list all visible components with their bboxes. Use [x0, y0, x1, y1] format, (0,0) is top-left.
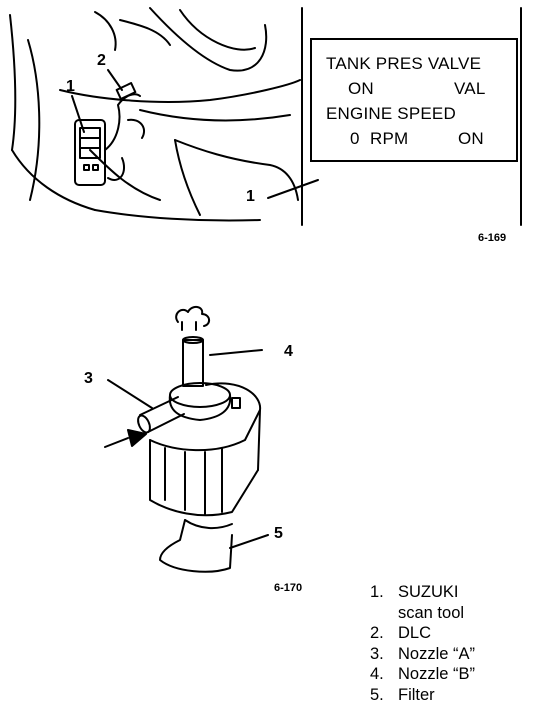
display-line-3: ENGINE SPEED	[326, 104, 456, 123]
legend-text: Nozzle “A”	[398, 644, 476, 663]
legend-text: Nozzle “B”	[398, 665, 476, 683]
legend-text: SUZUKI	[398, 583, 459, 601]
legend-item: 1. SUZUKI scan tool	[370, 582, 475, 623]
callout-scan-tool: 1	[66, 78, 75, 95]
legend-item: 3. Nozzle “A”	[370, 644, 475, 665]
legend-text: DLC	[398, 624, 432, 642]
legend-text-continued: scan tool	[398, 603, 465, 622]
legend-number: 2.	[370, 624, 384, 642]
legend-number: 5.	[370, 685, 384, 704]
callout-nozzle-a: 3	[84, 370, 93, 387]
display-line-1: TANK PRES VALVE	[326, 54, 482, 73]
callout-dlc: 2	[97, 52, 106, 69]
valve-assembly-sketch	[104, 306, 269, 573]
figure-ref-2: 6-170	[274, 582, 303, 594]
legend-item: 5. Filter	[370, 685, 475, 706]
legend-text: Filter	[398, 685, 435, 704]
callout-display: 1	[246, 188, 255, 205]
callout-nozzle-b: 4	[284, 343, 293, 360]
display-line-4-unit: RPM	[370, 129, 409, 148]
display-line-2-right: VAL	[454, 79, 486, 98]
display-line-2-left: ON	[348, 79, 374, 98]
display-line-4-state: ON	[458, 129, 484, 148]
callout-filter: 5	[274, 525, 283, 542]
vehicle-interior-sketch	[9, 7, 522, 226]
legend-item: 4. Nozzle “B”	[370, 664, 475, 685]
legend-number: 3.	[370, 644, 384, 663]
scan-tool-display: TANK PRES VALVE ON VAL ENGINE SPEED 0 RP…	[310, 38, 518, 162]
figure-ref-1: 6-169	[478, 232, 507, 244]
legend-number: 4.	[370, 665, 384, 683]
legend-item: 2. DLC	[370, 623, 475, 644]
parts-legend: 1. SUZUKI scan tool 2. DLC 3. Nozzle “A” 4.…	[370, 582, 475, 705]
legend-number: 1.	[370, 583, 384, 601]
display-line-4-value: 0	[350, 129, 360, 148]
